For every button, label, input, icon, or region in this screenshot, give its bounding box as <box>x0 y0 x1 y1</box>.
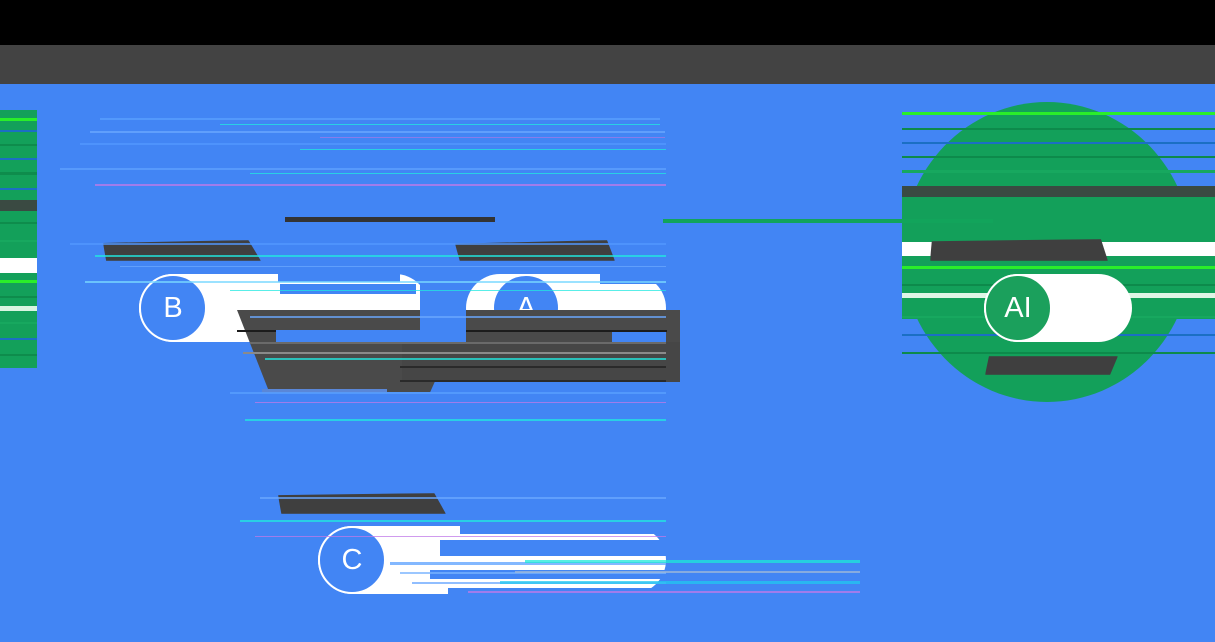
glitch-scanline <box>80 143 666 145</box>
ai-node-sub-caption <box>985 356 1118 375</box>
node-b[interactable]: B <box>139 274 207 342</box>
glitch-scanline <box>100 118 660 120</box>
node-b-caption <box>103 240 261 261</box>
app-toolbar: Untitled <box>0 45 1215 117</box>
node-c[interactable]: C <box>318 526 386 594</box>
glitch-scanline <box>255 402 666 403</box>
glitch-scanline <box>245 419 666 421</box>
glitch-scanline <box>230 392 666 394</box>
node-a-caption <box>455 240 615 261</box>
glitch-scanline <box>300 149 666 150</box>
top-black-band <box>0 0 1215 45</box>
glitch-scanline <box>120 266 666 267</box>
smeared-text-block-right-lower <box>402 342 680 382</box>
glitch-scanline <box>95 184 666 186</box>
glitch-scanline <box>60 168 666 170</box>
diagram-canvas[interactable]: B A AI C <box>0 84 1215 642</box>
green-wrap-fragment <box>0 110 37 368</box>
glitch-scanline <box>220 124 660 125</box>
glitch-scanline <box>320 137 665 138</box>
glitch-scanline <box>240 520 666 522</box>
node-c-caption <box>278 493 446 514</box>
ai-node-caption <box>930 239 1108 261</box>
node-ai[interactable]: AI <box>984 274 1052 342</box>
edge-b-to-a[interactable] <box>285 217 495 222</box>
glitch-scanline <box>90 131 665 133</box>
edge-a-to-ai[interactable] <box>663 219 993 223</box>
glitch-scanline <box>250 173 666 174</box>
